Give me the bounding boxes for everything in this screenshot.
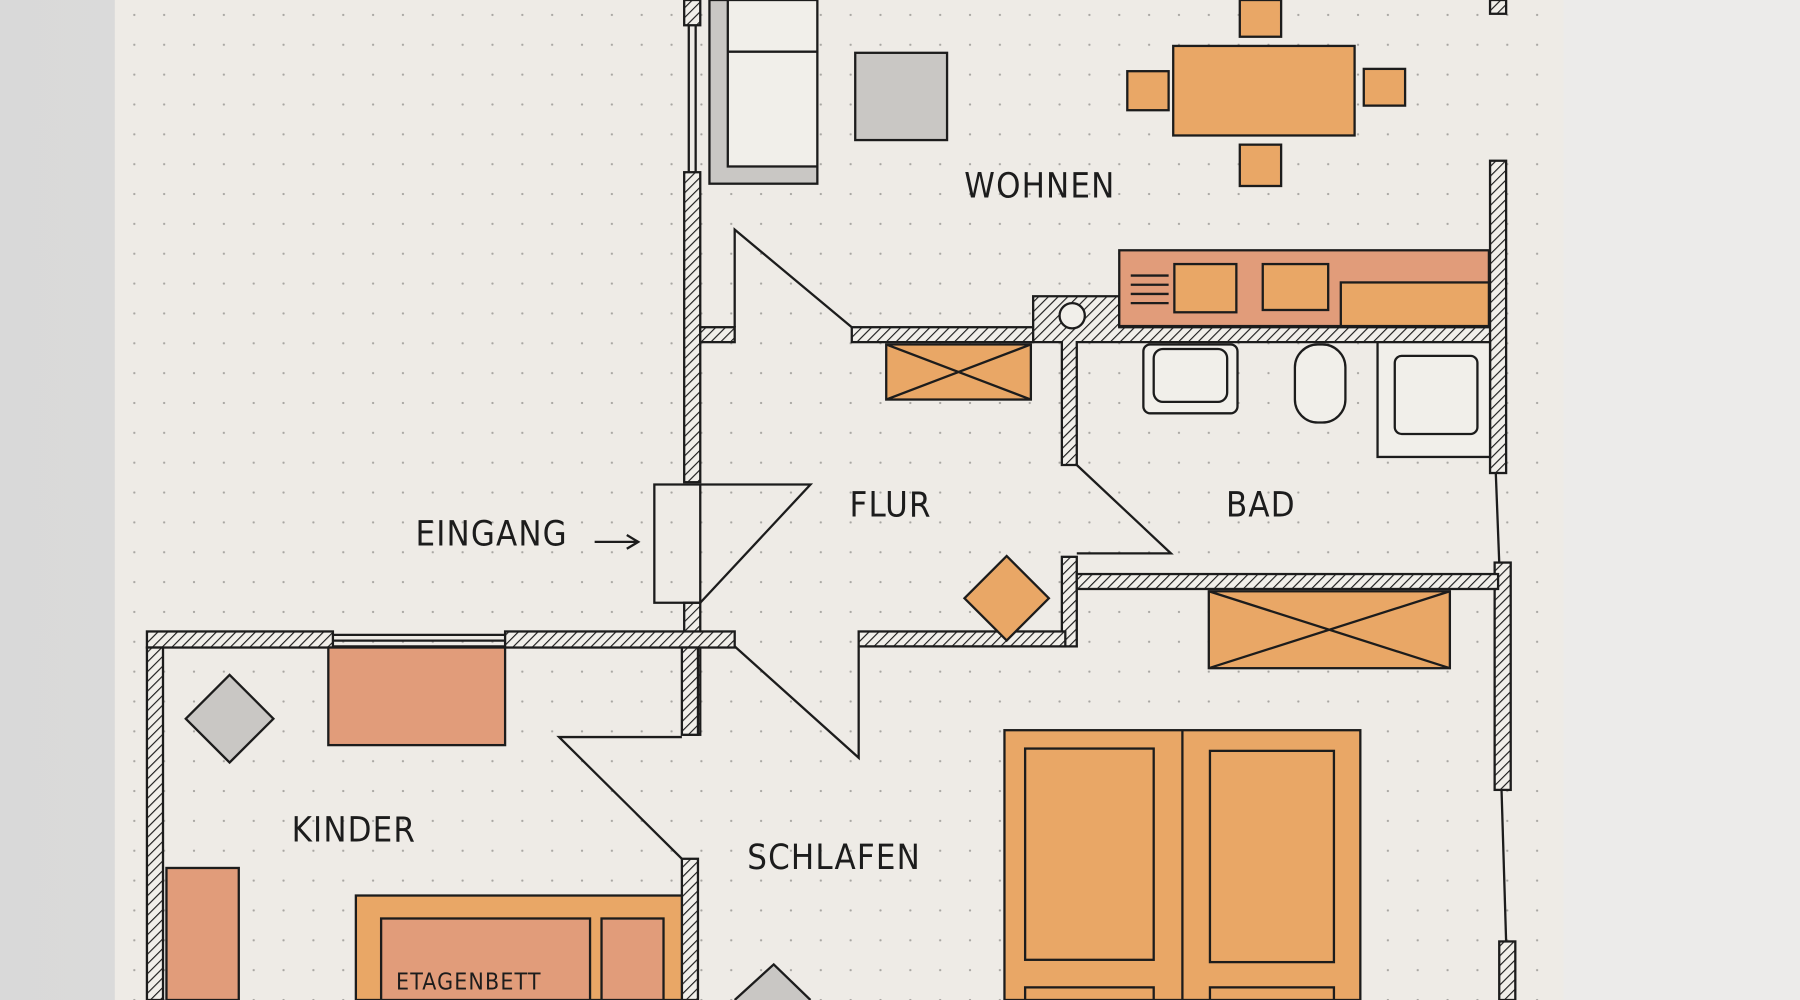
room-label-kinder: KINDER (292, 811, 416, 851)
living-furniture (708, 0, 1491, 328)
hall-bath-furniture (885, 340, 1492, 670)
room-label-schlafen: SCHLAFEN (747, 838, 921, 878)
entrance-arrow-icon (594, 534, 641, 550)
doors (556, 227, 1174, 1000)
entrance-label: EINGANG (416, 514, 568, 554)
room-label-wohnen: WOHNEN (964, 166, 1115, 206)
room-label-flur: FLUR (849, 486, 931, 526)
bedroom-furniture (165, 646, 1362, 1000)
room-label-bad: BAD (1226, 486, 1296, 526)
bunk-bed-label: ETAGENBETT (396, 970, 542, 996)
table-surface-right (1561, 0, 1800, 1000)
